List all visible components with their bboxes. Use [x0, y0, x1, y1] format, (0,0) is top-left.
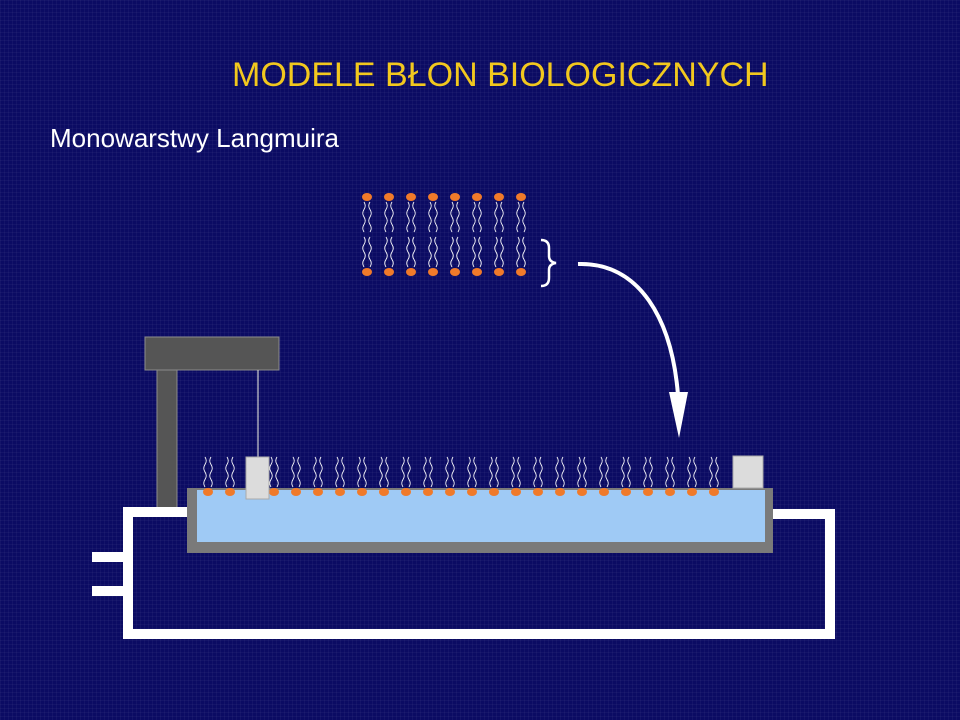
- right-brace-icon: [540, 238, 557, 288]
- lipid-head: [362, 268, 372, 276]
- lipid-head: [494, 193, 504, 201]
- lipid-head: [379, 488, 389, 496]
- lipid-head: [494, 268, 504, 276]
- lipid-head: [450, 268, 460, 276]
- lipid-head: [472, 193, 482, 201]
- lipid-head: [313, 488, 323, 496]
- lipid-head: [357, 488, 367, 496]
- wilhelmy-plate: [245, 456, 270, 500]
- lipid-head: [384, 268, 394, 276]
- lipid-head: [362, 193, 372, 201]
- lipid-head: [225, 488, 235, 496]
- lipid-head: [203, 488, 213, 496]
- trough-stand: [92, 507, 835, 639]
- lipid-head: [291, 488, 301, 496]
- curved-arrow-down-icon: [577, 261, 688, 438]
- page-title: MODELE BŁON BIOLOGICZNYCH: [232, 56, 769, 94]
- lipid-head: [428, 268, 438, 276]
- movable-barrier: [732, 455, 764, 489]
- lipid-head: [621, 488, 631, 496]
- lipid-head: [577, 488, 587, 496]
- lipid-head: [467, 488, 477, 496]
- lipid-head: [709, 488, 719, 496]
- lipid-head: [406, 193, 416, 201]
- lipid-bilayer-icon: [362, 193, 526, 276]
- lipid-head: [450, 193, 460, 201]
- wilhelmy-balance-icon: [144, 336, 280, 513]
- lipid-head: [599, 488, 609, 496]
- lipid-head: [406, 268, 416, 276]
- lipid-head: [665, 488, 675, 496]
- langmuir-trough-icon: [187, 488, 773, 553]
- lipid-head: [533, 488, 543, 496]
- lipid-head: [687, 488, 697, 496]
- lipid-head: [511, 488, 521, 496]
- lipid-monolayer: [203, 456, 719, 496]
- lipid-head: [401, 488, 411, 496]
- lipid-head: [384, 193, 394, 201]
- lipid-head: [428, 193, 438, 201]
- lipid-head: [423, 488, 433, 496]
- lipid-head: [335, 488, 345, 496]
- lipid-head: [472, 268, 482, 276]
- lipid-head: [269, 488, 279, 496]
- lipid-head: [643, 488, 653, 496]
- lipid-head: [445, 488, 455, 496]
- lipid-head: [516, 193, 526, 201]
- lipid-head: [489, 488, 499, 496]
- lipid-head: [516, 268, 526, 276]
- page-subtitle: Monowarstwy Langmuira: [50, 123, 340, 153]
- lipid-head: [555, 488, 565, 496]
